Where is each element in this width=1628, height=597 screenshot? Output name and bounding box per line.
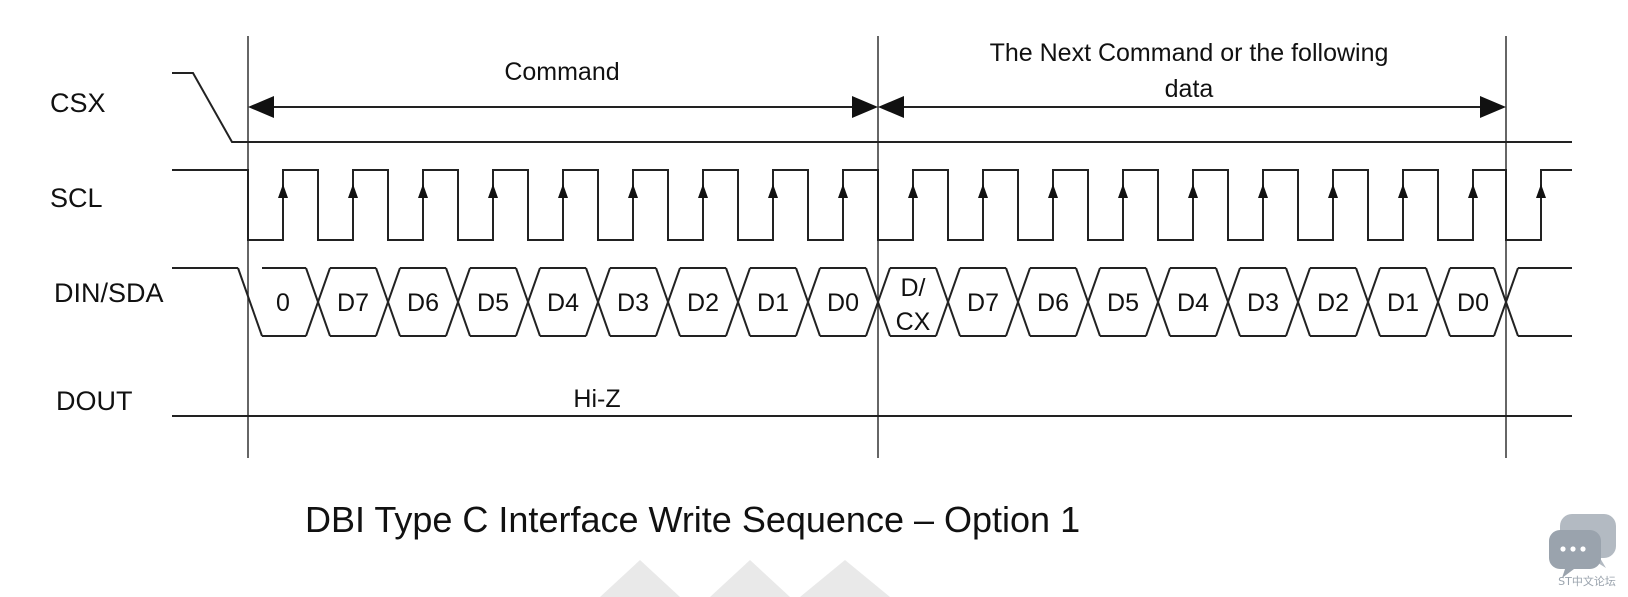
rising-edge-arrowhead	[628, 184, 638, 198]
din-crossing	[795, 267, 821, 337]
watermark-text: ST中文论坛	[1558, 574, 1616, 588]
din-sda-label: DIN/SDA	[54, 278, 164, 308]
din-bit-label: D5	[477, 289, 509, 317]
rising-edge-arrowhead	[1536, 184, 1546, 198]
next-span-label-line1: The Next Command or the following	[990, 39, 1389, 67]
scl-label: SCL	[50, 183, 103, 213]
din-bit-label: 0	[276, 289, 290, 317]
rising-edge-arrowhead	[1258, 184, 1268, 198]
din-crossing	[375, 267, 401, 337]
rising-edge-arrowhead	[1398, 184, 1408, 198]
diagram-caption: DBI Type C Interface Write Sequence – Op…	[305, 499, 1080, 540]
din-transition	[237, 267, 263, 337]
din-bit-label: D4	[1177, 289, 1209, 317]
din-bit-label: D6	[407, 289, 439, 317]
rising-edge-arrowhead	[278, 184, 288, 198]
rising-edge-arrowhead	[348, 184, 358, 198]
din-crossing	[445, 267, 471, 337]
din-bit-label: D2	[1317, 289, 1349, 317]
din-bit-label: D6	[1037, 289, 1069, 317]
din-bit-label: D0	[827, 289, 859, 317]
command-span-label: Command	[504, 58, 619, 86]
rising-edge-arrowhead	[488, 184, 498, 198]
csx-label: CSX	[50, 88, 106, 118]
din-bit-label: D7	[337, 289, 369, 317]
din-crossing	[515, 267, 541, 337]
din-bit-label: D7	[967, 289, 999, 317]
din-bit-label: D0	[1457, 289, 1489, 317]
din-bit-label: D3	[1247, 289, 1279, 317]
rising-edge-arrowhead	[1188, 184, 1198, 198]
next-span-label-line2: data	[1165, 75, 1214, 103]
scl-waveform	[172, 169, 1572, 241]
din-crossing	[1075, 267, 1101, 337]
rising-edge-arrowhead	[418, 184, 428, 198]
din-crossing	[935, 267, 961, 337]
din-crossing	[585, 267, 611, 337]
next-span-arrow	[878, 96, 1506, 118]
din-crossing	[1355, 267, 1381, 337]
din-crossing	[1005, 267, 1031, 337]
rising-edge-arrowhead	[698, 184, 708, 198]
command-span-arrow	[248, 96, 878, 118]
rising-edge-arrowhead	[908, 184, 918, 198]
chat-bubbles-icon	[1549, 514, 1616, 578]
din-crossing	[1493, 267, 1519, 337]
rising-edge-arrowhead	[978, 184, 988, 198]
rising-edge-arrowhead	[1118, 184, 1128, 198]
din-sda-bus: 0 D7 D6 D5 D4 D3 D2 D1 D0 D/CX D7 D6 D5 D4 D3 D2 D1 D0	[172, 267, 1572, 337]
din-crossing	[1145, 267, 1171, 337]
din-crossing	[655, 267, 681, 337]
din-crossing	[1425, 267, 1451, 337]
rising-edge-arrowhead	[1328, 184, 1338, 198]
din-bit-label: D3	[617, 289, 649, 317]
rising-edge-arrowhead	[1468, 184, 1478, 198]
din-bit-label: D4	[547, 289, 579, 317]
rising-edge-arrowhead	[558, 184, 568, 198]
din-bit-label: D1	[1387, 289, 1419, 317]
din-bit-label: D/CX	[896, 274, 931, 336]
din-crossing	[725, 267, 751, 337]
scl-rising-edge-arrows	[278, 184, 1546, 218]
csx-waveform	[172, 72, 1572, 143]
din-bit-label: D1	[757, 289, 789, 317]
rising-edge-arrowhead	[1048, 184, 1058, 198]
dout-label: DOUT	[56, 386, 133, 416]
hiz-label: Hi-Z	[573, 385, 620, 413]
background-chevrons	[600, 560, 890, 597]
din-bit-label: D2	[687, 289, 719, 317]
din-crossing	[865, 267, 891, 337]
din-crossing	[305, 267, 331, 337]
rising-edge-arrowhead	[838, 184, 848, 198]
rising-edge-arrowhead	[768, 184, 778, 198]
din-crossing	[1285, 267, 1311, 337]
din-crossing	[1215, 267, 1241, 337]
din-bit-label: D5	[1107, 289, 1139, 317]
